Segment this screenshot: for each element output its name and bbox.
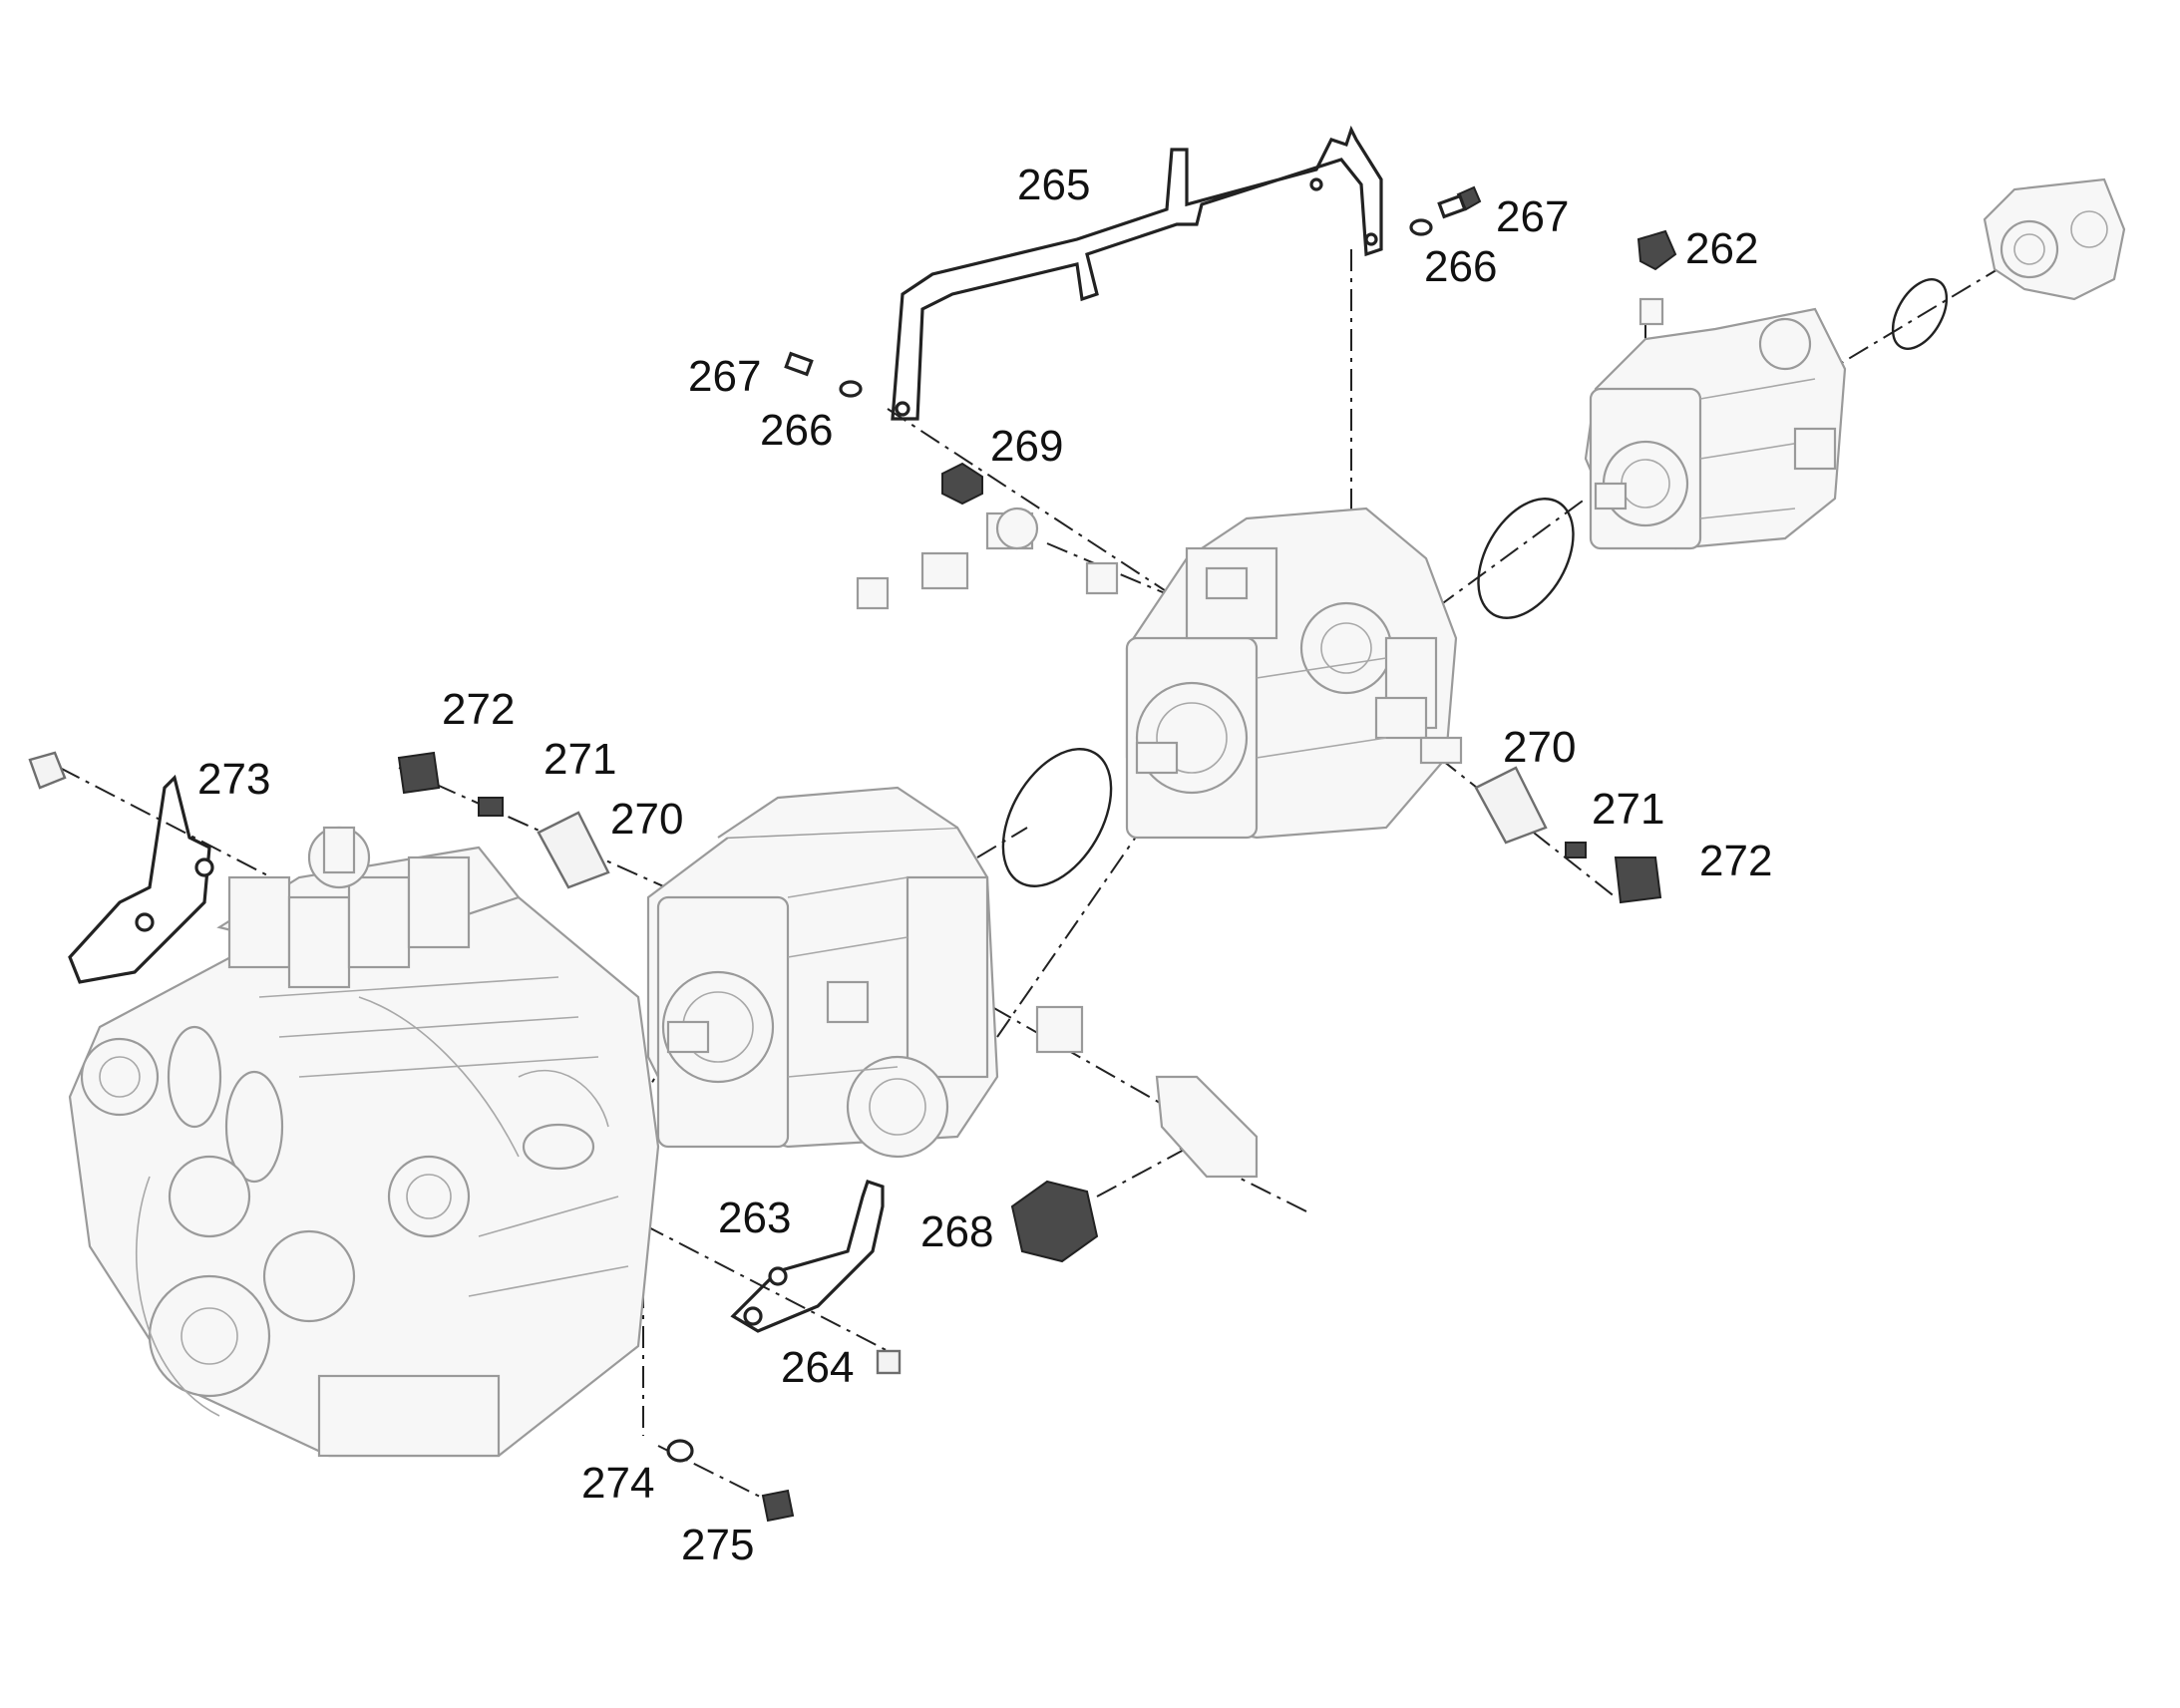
- callout-269: 269: [990, 422, 1063, 471]
- part-263-bracket: [730, 1179, 885, 1333]
- hydraulic-pump-middle: [1125, 507, 1463, 840]
- o-rings: [1001, 278, 1949, 887]
- callout-267-upper-right: 267: [1496, 192, 1569, 241]
- hydraulic-pump-rear: [1584, 307, 1847, 550]
- part-273-shield: [68, 774, 214, 984]
- callout-264: 264: [781, 1343, 854, 1392]
- callout-266-upper-right: 266: [1424, 242, 1497, 291]
- callout-266-upper-left: 266: [760, 406, 833, 455]
- engine-block: [68, 826, 660, 1458]
- callout-275: 275: [681, 1521, 754, 1569]
- fittings: [28, 185, 1677, 1523]
- callout-271-left: 271: [544, 735, 616, 784]
- callout-267-upper-left: 267: [688, 352, 761, 401]
- callout-272-right: 272: [1699, 837, 1772, 885]
- callout-271-right: 271: [1592, 785, 1664, 834]
- charge-pump: [1983, 177, 2126, 301]
- callout-268: 268: [920, 1207, 993, 1256]
- callout-270-left: 270: [610, 795, 683, 844]
- callout-labels: 262 263 264 265 266 266 267 267 268 269 …: [197, 161, 1772, 1569]
- callout-262: 262: [1685, 224, 1758, 273]
- hydraulic-pump-front: [646, 786, 999, 1159]
- part-265-tube-bracket: [891, 125, 1383, 421]
- callout-263: 263: [718, 1194, 791, 1242]
- callout-274: 274: [581, 1459, 654, 1508]
- callout-265: 265: [1017, 161, 1090, 209]
- callout-270-right: 270: [1503, 723, 1576, 772]
- callout-272-left: 272: [442, 685, 515, 734]
- callout-273: 273: [197, 755, 270, 804]
